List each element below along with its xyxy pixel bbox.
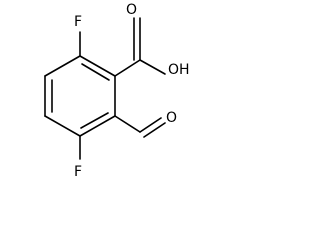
ring-double-bond-top-right	[81, 63, 110, 81]
bond-aldehyde-carbon-to-o	[139, 117, 162, 133]
atom-labels: F O OH O F	[74, 2, 189, 180]
fluorine-bottom-label: F	[74, 164, 82, 180]
ring-bond-3	[79, 115, 116, 137]
ring-bond-1	[79, 55, 116, 77]
ring-bond-4	[44, 115, 81, 137]
bond-aldehyde-carbon-to-o-double	[143, 122, 166, 138]
bond-ring-to-aldehyde-carbon	[114, 115, 141, 133]
carboxyl-oxygen-label: O	[126, 2, 137, 18]
bond-ring-to-acid-carbon	[114, 59, 141, 77]
hydroxyl-label: OH	[168, 62, 189, 78]
ring-double-bond-bottom-right	[80, 112, 109, 129]
ring-bond-6	[44, 55, 81, 77]
bond-acid-carbon-to-oh	[139, 59, 166, 75]
substituent-bonds	[79, 17, 166, 160]
benzene-ring	[44, 55, 116, 137]
molecule-structure: F O OH O F	[44, 2, 189, 180]
fluorine-top-label: F	[74, 14, 82, 30]
aldehyde-oxygen-label: O	[166, 110, 177, 126]
